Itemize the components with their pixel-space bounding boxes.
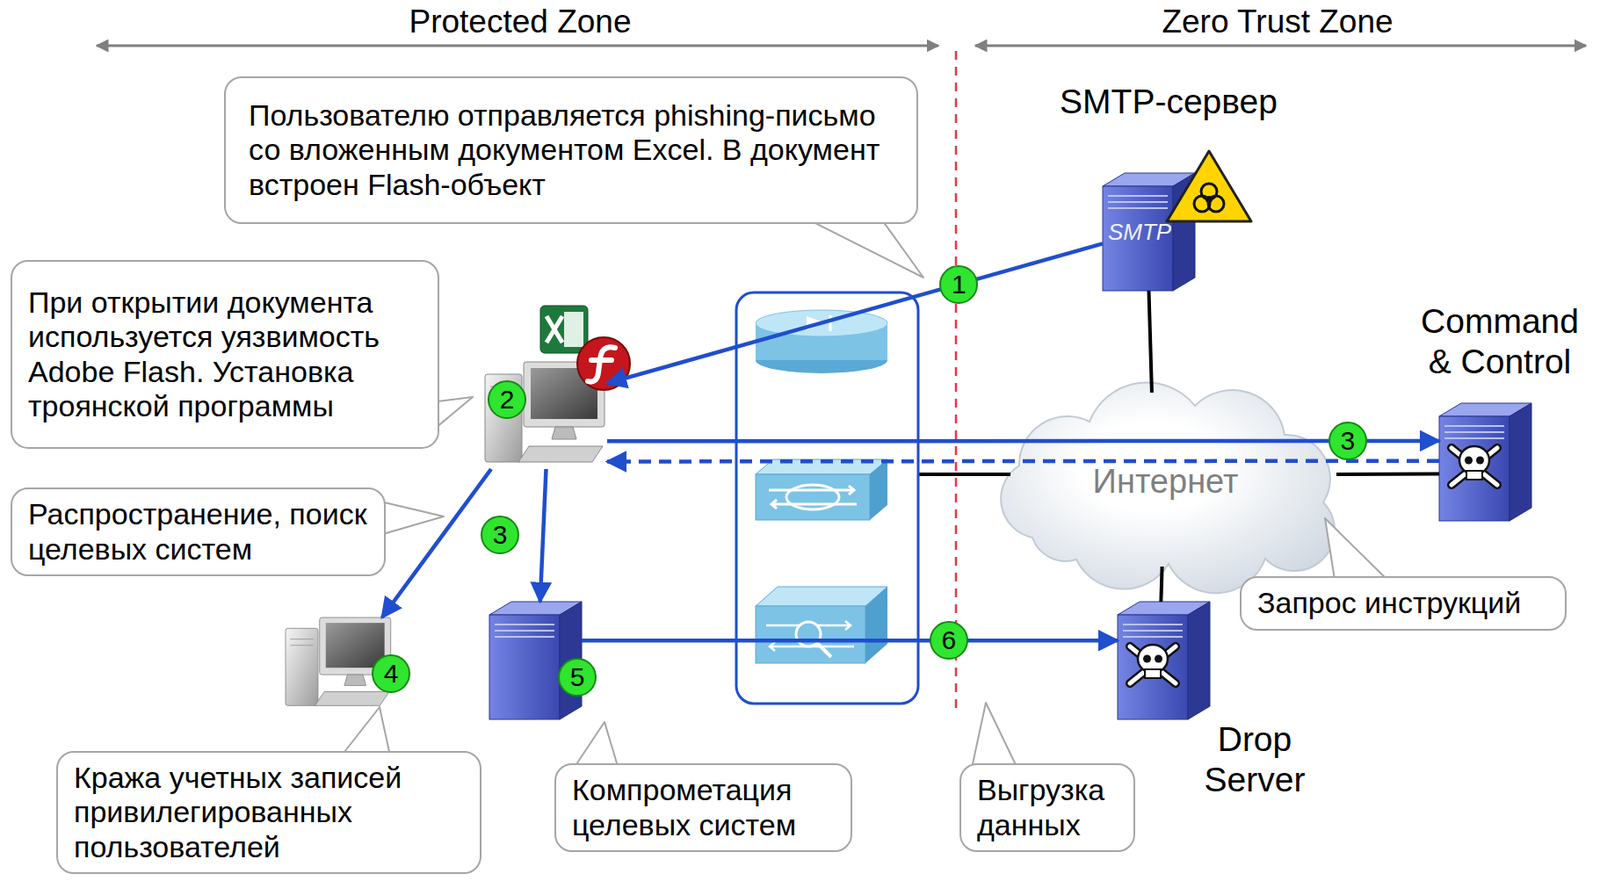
callout-text: Выгрузка данных — [977, 773, 1118, 842]
hazard-sign — [1166, 151, 1252, 222]
server-heading: Drop Server — [1180, 719, 1330, 801]
zone-arrow — [975, 44, 1586, 48]
zone-label: Zero Trust Zone — [1101, 3, 1454, 42]
security-devices — [755, 474, 870, 521]
network-link — [1149, 290, 1152, 393]
security-devices — [865, 586, 888, 664]
callout-tail — [799, 215, 924, 278]
excel-icon — [546, 316, 563, 343]
callout-box: Кража учетных записей привилегированных … — [56, 751, 482, 875]
callout-text: При открытии документа используется уязв… — [28, 285, 422, 423]
excel-icon — [540, 305, 588, 354]
workstation: 2 — [485, 361, 608, 470]
attack-arrow — [607, 243, 1103, 384]
server-heading: Command & Control — [1411, 301, 1588, 383]
security-devices — [829, 315, 833, 332]
zone-label: Protected Zone — [344, 3, 696, 42]
server-tag: SMTP — [1102, 218, 1177, 247]
callout-box: Пользователю отправляется phishing-письм… — [224, 76, 919, 225]
server-heading: SMTP-сервер — [1028, 81, 1310, 123]
security-devices — [768, 485, 857, 509]
security-devices — [869, 459, 888, 521]
excel-icon — [564, 311, 584, 348]
callout-number: 5 — [557, 658, 597, 697]
cloud-label: Интернет — [994, 463, 1337, 502]
zone-boundary — [955, 50, 958, 714]
callout-tail — [376, 500, 444, 536]
callout-box: Выгрузка данных — [959, 763, 1136, 853]
callout-text: Кража учетных записей привилегированных … — [73, 760, 464, 864]
network-link — [918, 472, 1011, 477]
security-devices — [817, 643, 832, 658]
skull-symbol — [1451, 446, 1498, 486]
callout-text: Пользователю отправляется phishing-письм… — [248, 98, 901, 202]
security-devices — [755, 586, 888, 607]
callout-box: Компрометация целевых систем — [554, 763, 853, 853]
server-icon — [1102, 173, 1195, 291]
flash-icon — [577, 337, 630, 391]
network-link — [1336, 471, 1440, 477]
zone-arrow — [96, 45, 1586, 47]
callout-box: При открытии документа используется уязв… — [10, 260, 440, 449]
callout-tail — [970, 702, 1020, 773]
callout-number: 3 — [1328, 421, 1368, 461]
skull-symbol — [1129, 644, 1176, 684]
security-devices — [786, 485, 840, 510]
attack-arrow — [540, 469, 547, 602]
callout-text: Компрометация целевых систем — [571, 773, 835, 842]
callout-tail — [1324, 518, 1393, 586]
callout-number: 6 — [929, 621, 969, 660]
flash-icon — [587, 347, 616, 382]
excel-icon — [540, 305, 588, 354]
attack-arrow — [581, 638, 1118, 644]
callout-number: 4 — [371, 654, 411, 694]
server-icon — [1439, 403, 1532, 522]
callout-text: Распространение, поиск целевых систем — [28, 497, 369, 566]
attack-arrow — [382, 469, 492, 618]
security-devices — [755, 606, 866, 664]
drop-server: Drop Server — [1117, 601, 1210, 720]
security-devices — [766, 621, 855, 652]
target-server: 5 — [489, 601, 582, 720]
network-link — [1160, 566, 1162, 602]
hazard-sign — [1205, 195, 1213, 203]
zone-arrow — [96, 44, 939, 48]
flash-icon — [577, 337, 630, 391]
callout-box: Запрос инструкций — [1239, 576, 1567, 631]
server-icon — [1117, 601, 1210, 720]
command-control-server: Command & Control — [1439, 403, 1532, 522]
callout-number: 2 — [487, 380, 527, 420]
smtp-server: SMTP-серверSMTP — [1102, 173, 1195, 291]
callout-number: 1 — [939, 265, 978, 305]
attack-arrow — [607, 439, 1440, 444]
callout-text: Запрос инструкций — [1257, 586, 1521, 621]
callout-box: Распространение, поиск целевых систем — [10, 487, 386, 577]
hazard-sign — [1166, 151, 1252, 222]
attack-arrow — [607, 458, 1440, 464]
security-devices — [796, 622, 821, 647]
callout-number: 3 — [480, 515, 520, 555]
target-workstation: 4 — [285, 617, 393, 712]
callout-tail — [338, 215, 1393, 773]
internet-cloud: Интернет — [994, 392, 1337, 567]
